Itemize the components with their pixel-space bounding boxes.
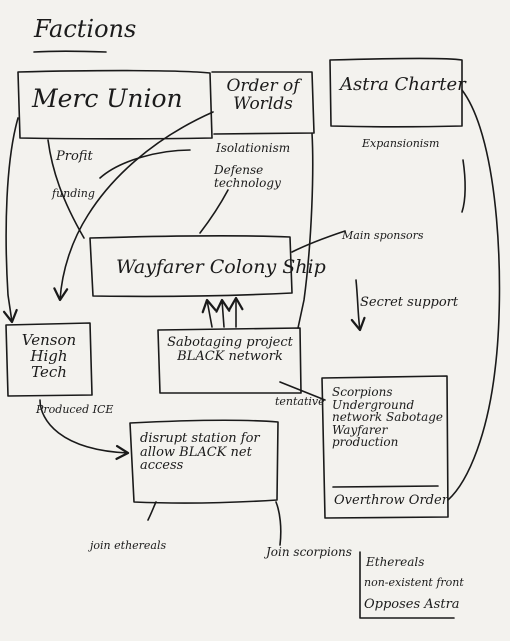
join-ethereals-line [147,501,157,521]
scorpions-box [321,375,449,519]
ethereals-title: Ethereals [366,555,425,569]
order-down-line [297,132,314,329]
disrupt-box [129,419,279,504]
tentative-line [279,381,326,401]
ethereals-line3: Opposes Astra [364,597,460,612]
ethereals-line2: non-existent front [364,576,464,589]
merc-curve-line [99,149,191,179]
venson-label: Venson High Tech [21,331,77,381]
edge-label-join-ethereals: join ethereals [90,539,167,552]
edge-label-secret-support: Secret support [360,295,459,310]
edge-label-profit: Profit [56,149,93,164]
merc-union-label: Merc Union [32,84,183,113]
disrupt-label: disrupt station for allow BLACK net acce… [140,431,260,474]
sabotaging-to-wayfarer-arrow-2 [215,298,231,328]
order-of-worlds-label: Order of Worlds [226,76,300,114]
scorpions-label: Scorpions Underground network Sabotage W… [332,385,444,450]
edge-label-isolationism: Isolationism [216,141,291,155]
merc-union-box [17,69,213,140]
merc-to-venson-line [2,117,19,324]
profit-line [47,139,85,239]
edge-label-expansionism: Expansionism [362,137,440,150]
sabotaging-box [157,327,302,394]
edge-label-main-sponsors: Main sponsors [342,229,424,242]
astra-charter-label: Astra Charter [340,74,466,95]
astra-right-line [447,89,501,501]
page-title: Factions [34,15,137,43]
scorpions-divider [332,485,439,488]
edge-label-defense-technology: Defense technology [214,163,281,190]
ethereals-bracket [359,551,455,619]
edge-label-produced-ice: Produced ICE [36,403,114,416]
astra-charter-box [329,57,463,128]
main-sponsors-line [291,230,346,253]
expansionism-line [461,159,466,213]
join-scorpions-line [275,501,282,546]
sabotaging-to-wayfarer-arrow-3 [201,298,217,328]
venson-box [5,322,93,397]
order-to-venson-line [53,111,214,302]
edge-label-join-scorpions: Join scorpions [266,545,352,559]
isolationism-line [199,189,229,234]
secret-support-line [350,279,366,332]
edge-label-funding: funding [52,187,95,200]
wayfarer-label: Wayfarer Colony Ship [116,256,326,278]
edge-label-tentative: tentative [275,395,325,408]
sabotaging-label: Sabotaging project BLACK network [167,335,293,364]
wayfarer-box [89,235,293,298]
order-of-worlds-box [211,71,315,135]
title-underline [33,50,107,53]
scorpions-overthrow-label: Overthrow Order [334,493,448,508]
venson-to-disrupt-line [39,399,130,461]
